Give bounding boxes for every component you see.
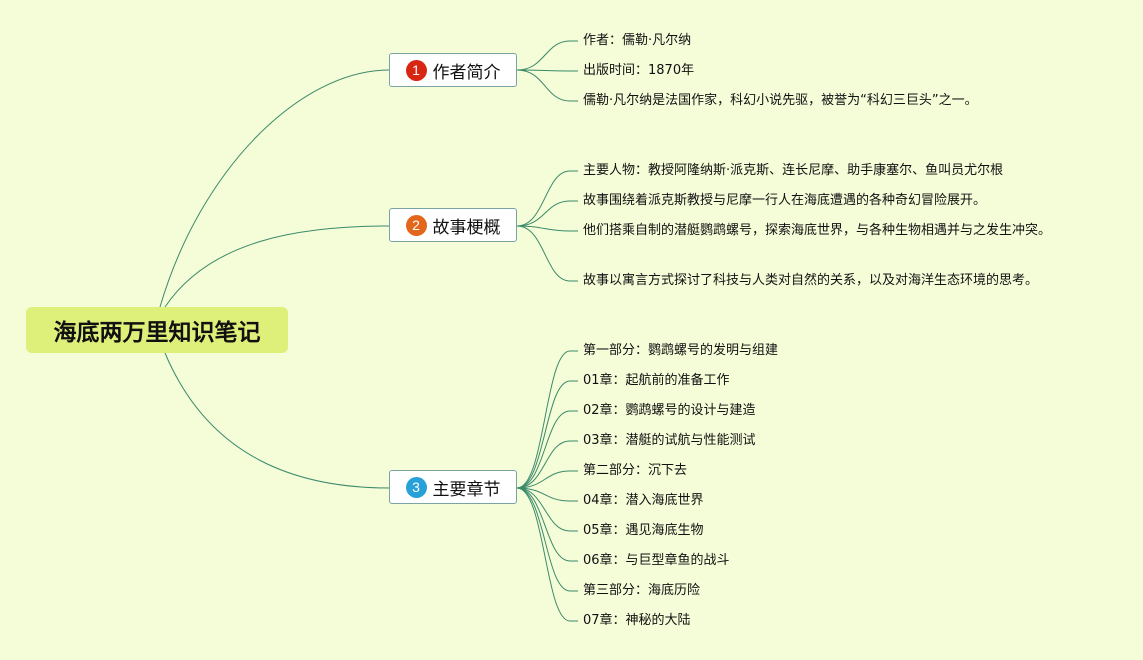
leaf-chapter[interactable]: 05章：遇见海底生物 <box>583 523 704 538</box>
root-topic[interactable]: 海底两万里知识笔记 <box>26 307 288 353</box>
branch-label: 主要章节 <box>432 479 501 500</box>
root-topic-label: 海底两万里知识笔记 <box>53 320 261 346</box>
leaf-plot-2[interactable]: 他们搭乘自制的潜艇鹦鹉螺号，探索海底世界，与各种生物相遇并与之发生冲突。 <box>583 223 1052 238</box>
branch-author-intro[interactable]: 1 作者简介 <box>389 53 517 87</box>
connector-line <box>159 69 390 308</box>
number-2-icon: 2 <box>405 214 427 236</box>
number-1-icon: 1 <box>405 59 427 81</box>
leaf-chapter[interactable]: 04章：潜入海底世界 <box>583 493 704 508</box>
number-3-icon: 3 <box>405 476 427 498</box>
connector-line <box>516 170 578 227</box>
connector-line <box>516 350 578 489</box>
leaf-chapter[interactable]: 01章：起航前的准备工作 <box>583 373 730 388</box>
connector-line <box>516 69 578 72</box>
connector-line <box>516 410 578 489</box>
connector-line <box>516 487 578 502</box>
connector-line <box>516 487 578 592</box>
branch-story-summary[interactable]: 2 故事梗概 <box>389 208 517 242</box>
connector-line <box>516 225 578 232</box>
connector-line <box>516 200 578 227</box>
leaf-chapter[interactable]: 06章：与巨型章鱼的战斗 <box>583 553 730 568</box>
leaf-chapter[interactable]: 第一部分：鹦鹉螺号的发明与组建 <box>583 343 779 358</box>
leaf-author[interactable]: 作者：儒勒·凡尔纳 <box>583 33 692 48</box>
connector-line <box>516 69 578 102</box>
leaf-publish-date[interactable]: 出版时间：1870年 <box>583 63 695 78</box>
connector-line <box>516 487 578 622</box>
leaf-chapter[interactable]: 03章：潜艇的试航与性能测试 <box>583 433 756 448</box>
connector-line <box>516 487 578 562</box>
leaf-chapter[interactable]: 第三部分：海底历险 <box>583 583 701 598</box>
connector-line <box>164 225 390 308</box>
leaf-plot-1[interactable]: 故事围绕着派克斯教授与尼摩一行人在海底遭遇的各种奇幻冒险展开。 <box>583 193 987 208</box>
connector-line <box>516 440 578 489</box>
connector-line <box>516 487 578 532</box>
leaf-plot-3[interactable]: 故事以寓言方式探讨了科技与人类对自然的关系，以及对海洋生态环境的思考。 <box>583 273 1039 288</box>
branch-label: 作者简介 <box>432 62 501 83</box>
connector-line <box>164 352 390 489</box>
connector-line <box>516 470 578 489</box>
connector-line <box>516 380 578 489</box>
connector-line <box>516 225 578 282</box>
leaf-chapter[interactable]: 02章：鹦鹉螺号的设计与建造 <box>583 403 756 418</box>
leaf-chapter[interactable]: 07章：神秘的大陆 <box>583 613 691 628</box>
connector-line <box>516 40 578 71</box>
branch-label: 故事梗概 <box>432 217 501 238</box>
branch-main-chapters[interactable]: 3 主要章节 <box>389 470 517 504</box>
leaf-characters[interactable]: 主要人物：教授阿隆纳斯·派克斯、连长尼摩、助手康塞尔、鱼叫员尤尔根 <box>583 163 1004 178</box>
leaf-chapter[interactable]: 第二部分：沉下去 <box>583 463 688 478</box>
leaf-author-bio[interactable]: 儒勒·凡尔纳是法国作家，科幻小说先驱，被誉为“科幻三巨头”之一。 <box>583 93 978 108</box>
